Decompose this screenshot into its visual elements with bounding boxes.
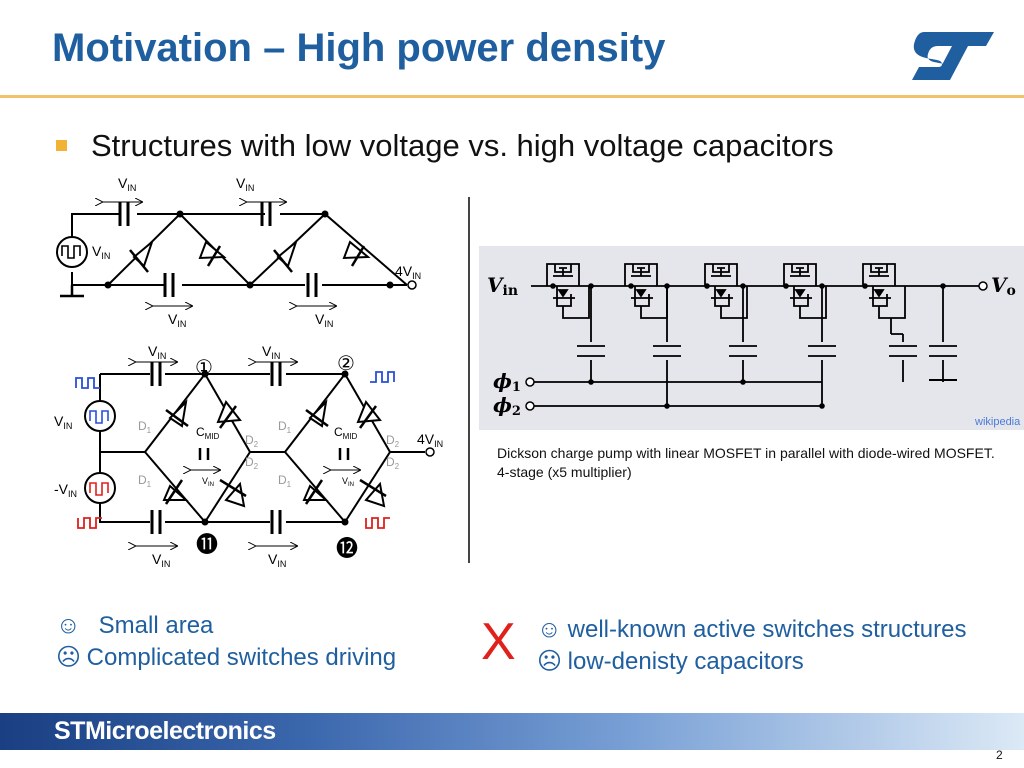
slide-title: Motivation – High power density (52, 26, 666, 70)
charge-pump-circuits: VIN VIN VIN 4VIN VIN VIN VIN VIN ① ② VIN… (54, 175, 443, 569)
d1-label-d: D1 (278, 473, 292, 489)
top-output-label: 4VIN (395, 263, 421, 281)
node-2-label: ② (337, 353, 355, 375)
d1-label-b: D1 (278, 419, 292, 435)
dickson-phi1-label: ϕ1 (493, 369, 521, 395)
dickson-charge-pump-diagram: Vin Vo ϕ1 ϕ2 (487, 263, 1016, 419)
title-underline (0, 95, 1024, 98)
wikipedia-source-link[interactable]: wikipedia (975, 416, 1021, 428)
d1-label-a: D1 (138, 419, 152, 435)
bot-output-label: 4VIN (417, 431, 443, 449)
small-vin2-label: VIN (342, 476, 354, 488)
d2-label-a: D2 (245, 433, 259, 449)
d1-label-c: D1 (138, 473, 152, 489)
smile-icon: ☺ (56, 612, 81, 639)
x-mark: X (481, 613, 516, 671)
d2-label-c: D2 (245, 455, 259, 471)
bot-cap3-label: VIN (152, 551, 170, 569)
page-number: 2 (996, 748, 1003, 762)
cmid2-label: CMID (334, 425, 358, 441)
bullet-marker (56, 140, 67, 151)
right-pro-item: ☺ well-known active switches structures (537, 616, 966, 644)
frown-icon: ☹ (537, 648, 563, 675)
bot-cap2-label: VIN (262, 343, 280, 361)
top-cap3-label: VIN (168, 311, 186, 329)
bot-src-neg-label: -VIN (54, 481, 77, 499)
footer-company-logo: STMicroelectronics (54, 717, 276, 745)
d2-label-d: D2 (386, 455, 400, 471)
top-cap2-label: VIN (236, 175, 254, 193)
right-pro-text: well-known active switches structures (567, 616, 967, 643)
frown-icon: ☹ (56, 644, 82, 671)
cmid1-label: CMID (196, 425, 220, 441)
left-con-item: ☹ Complicated switches driving (56, 643, 396, 672)
dickson-caption: Dickson charge pump with linear MOSFET i… (497, 445, 995, 480)
top-source-label: VIN (92, 243, 110, 261)
top-cap4-label: VIN (315, 311, 333, 329)
dickson-phi2-label: ϕ2 (493, 393, 521, 419)
bot-src-pos-label: VIN (54, 413, 72, 431)
dickson-vin-label: Vin (487, 273, 518, 299)
left-pro-item: ☺ Small area (56, 612, 213, 640)
right-con-item: ☹ low-denisty capacitors (537, 647, 804, 676)
footer-band (0, 713, 1024, 750)
d2-label-b: D2 (386, 433, 400, 449)
node-1-label: ① (195, 357, 213, 379)
node-11-label: ⓫ (196, 532, 218, 557)
dickson-vo-label: Vo (991, 273, 1016, 299)
smile-icon: ☺ (537, 616, 562, 643)
right-con-text: low-denisty capacitors (567, 648, 804, 675)
bullet-text: Structures with low voltage vs. high vol… (91, 128, 834, 163)
bot-cap4-label: VIN (268, 551, 286, 569)
left-pro-text: Small area (98, 612, 214, 639)
node-12-label: ⓬ (336, 536, 358, 561)
left-con-text: Complicated switches driving (86, 644, 397, 671)
st-logo-icon (912, 32, 994, 80)
top-cap1-label: VIN (118, 175, 136, 193)
vertical-separator (468, 197, 470, 563)
bot-cap1-label: VIN (148, 343, 166, 361)
small-vin1-label: VIN (202, 476, 214, 488)
